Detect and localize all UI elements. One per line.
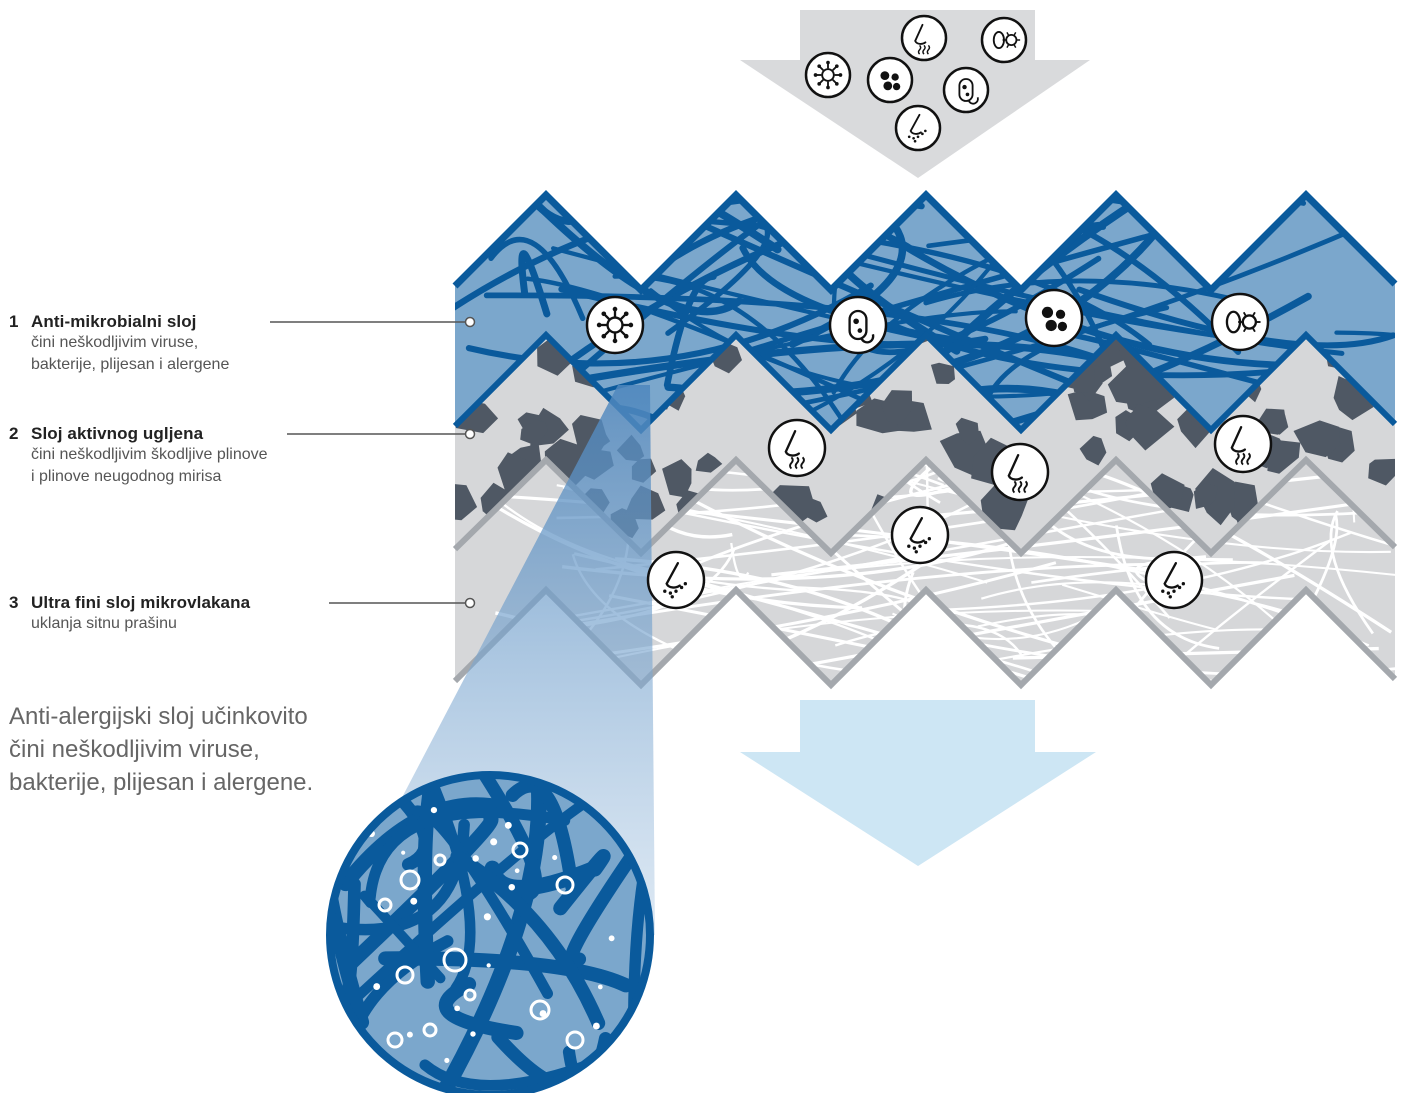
layer-description-line: bakterije, plijesan i alergene bbox=[31, 356, 230, 373]
caption: Anti-alergijski sloj učinkovito čini neš… bbox=[9, 703, 314, 796]
dust-icon bbox=[646, 550, 706, 610]
label-layer-3: 3 Ultra fini sloj mikrovlakana uklanja si… bbox=[9, 593, 250, 635]
dust-icon bbox=[894, 104, 942, 152]
smell-icon bbox=[900, 14, 948, 62]
smell-icon bbox=[1213, 414, 1273, 474]
dust-icon bbox=[1144, 550, 1204, 610]
virus-icon bbox=[804, 51, 852, 99]
dust-icon bbox=[890, 505, 950, 565]
layer-title: Ultra fini sloj mikrovlakana bbox=[31, 593, 251, 612]
smell-icon bbox=[767, 418, 827, 478]
bacterium-icon bbox=[828, 295, 888, 355]
smell-icon bbox=[990, 442, 1050, 502]
layer-number: 3 bbox=[9, 593, 19, 612]
outflow-arrow bbox=[740, 700, 1096, 866]
layer-description-line: uklanja sitnu prašinu bbox=[31, 615, 177, 632]
bacterium-icon bbox=[942, 66, 990, 114]
layer-title: Sloj aktivnog ugljena bbox=[31, 424, 204, 443]
layer-title: Anti-mikrobialni sloj bbox=[31, 312, 197, 331]
label-layer-1: 1 Anti-mikrobialni sloj čini neškodljivim… bbox=[9, 312, 229, 376]
bacteria-icon bbox=[980, 16, 1028, 64]
magnified-view bbox=[326, 771, 654, 1093]
layer-description-line: čini neškodljivim viruse, bbox=[31, 334, 199, 351]
layer-number: 2 bbox=[9, 424, 19, 443]
mold-spores-icon bbox=[1024, 288, 1084, 348]
label-layer-2: 2 Sloj aktivnog ugljena čini neškodljivim… bbox=[9, 424, 268, 488]
virus-icon bbox=[585, 295, 645, 355]
layer-description-line: čini neškodljivim škodljive plinove bbox=[31, 446, 268, 463]
leader-lines bbox=[270, 316, 476, 609]
layer-description-line: i plinove neugodnog mirisa bbox=[31, 468, 222, 485]
layer-number: 1 bbox=[9, 312, 19, 331]
bacteria-icon bbox=[1210, 292, 1270, 352]
mold-spores-icon bbox=[866, 56, 914, 104]
